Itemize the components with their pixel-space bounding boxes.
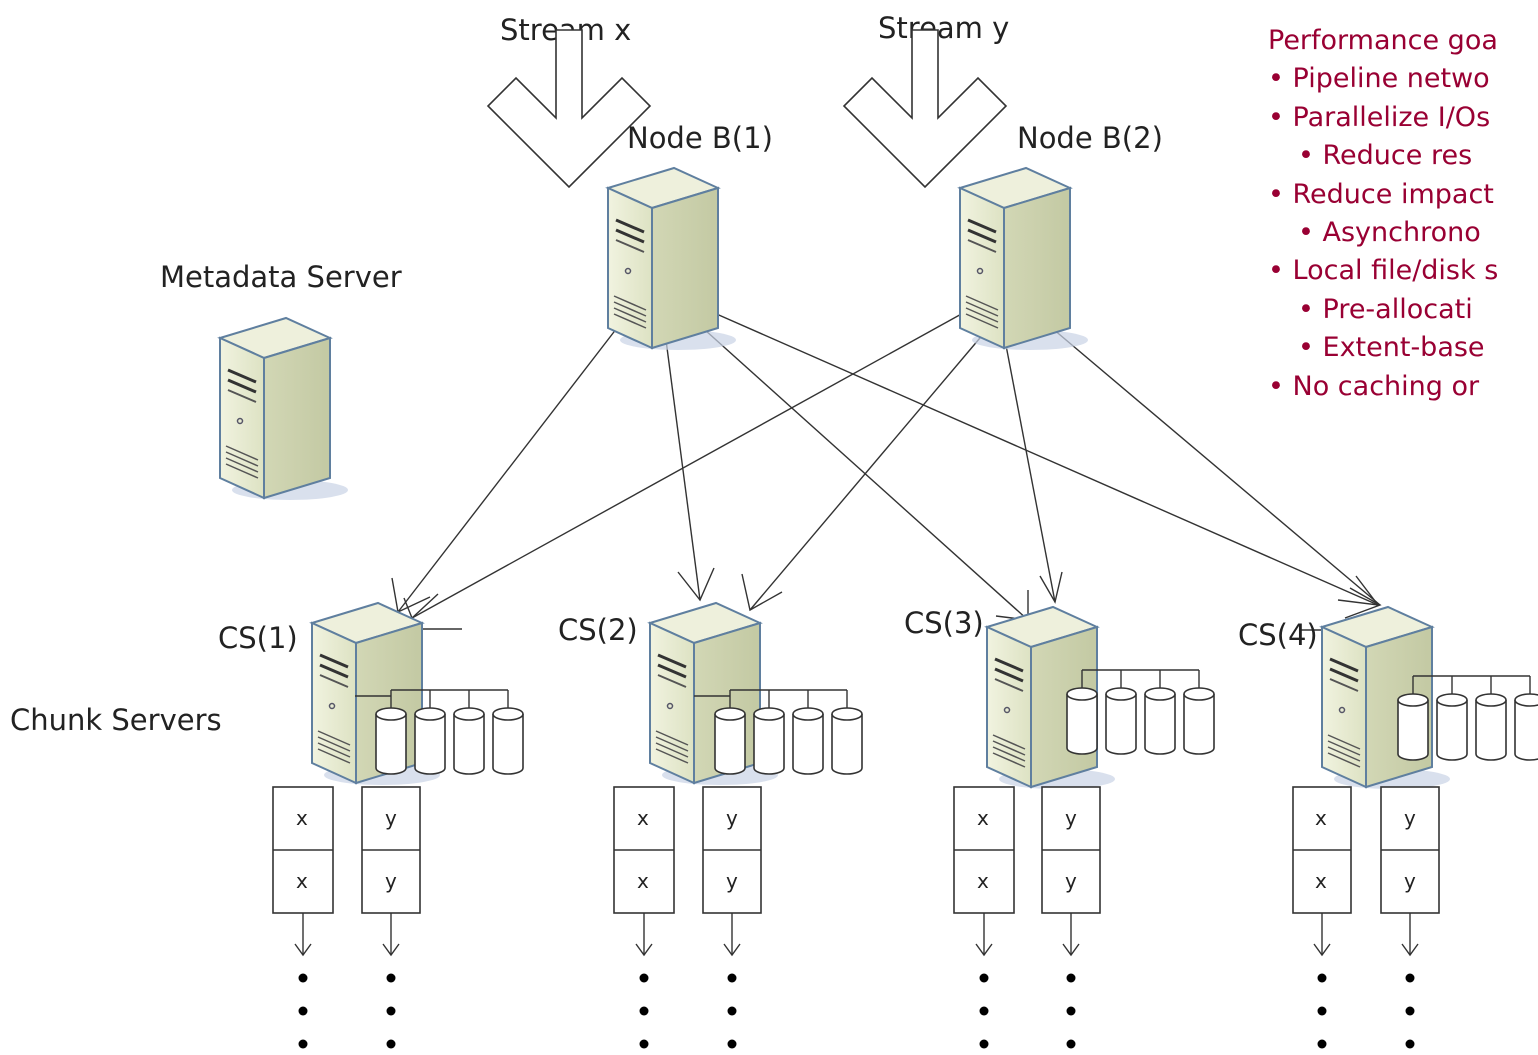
chunk-block: y: [726, 806, 738, 830]
link-b1-cs4: [711, 311, 1379, 606]
disk-icon: [714, 707, 746, 775]
chunk-server-4: CS(4) x x y y: [1238, 605, 1538, 1049]
disk-icon: [831, 707, 863, 775]
goals-title: Performance goa: [1268, 25, 1498, 56]
disk-icon: [1475, 693, 1507, 761]
disk-icon: [792, 707, 824, 775]
goal-subitem: • Asynchrono: [1298, 216, 1481, 248]
goal-item: • Pipeline netwo: [1268, 63, 1490, 95]
chunk-block: x: [977, 806, 989, 830]
disk-icon: [492, 707, 524, 775]
stream-y-label: Stream y: [878, 11, 1009, 45]
disk-icon: [1514, 693, 1538, 761]
metadata-server-label: Metadata Server: [160, 260, 402, 294]
disk-icon: [753, 707, 785, 775]
chunk-block: y: [1404, 806, 1416, 830]
disk-icon: [414, 707, 446, 775]
chunk-block: y: [1065, 869, 1077, 893]
disk-icon: [1066, 687, 1098, 755]
chunk-block: x: [637, 869, 649, 893]
chunk-block: x: [637, 806, 649, 830]
cs-label: CS(2): [558, 613, 638, 647]
chunk-column-y: y y: [361, 786, 421, 1049]
chunk-block: y: [385, 869, 397, 893]
chunk-column-x: x x: [272, 786, 334, 1049]
connection-lines: [397, 311, 1381, 621]
disk-icon: [1144, 687, 1176, 755]
cs-label: CS(3): [904, 606, 984, 640]
disk-icon: [375, 707, 407, 775]
chunk-server-3: CS(3) x x y y: [904, 605, 1215, 1049]
chunk-column-y: y y: [1380, 786, 1440, 1049]
link-b2-cs1: [411, 311, 966, 619]
cs-label: CS(1): [218, 621, 298, 655]
disk-icon: [1436, 693, 1468, 761]
link-b1-cs3: [704, 329, 1029, 621]
link-b2-cs4: [1039, 317, 1381, 606]
chunk-server-1: CS(1) x x y y: [218, 601, 524, 1049]
link-b1-cs1: [397, 314, 628, 613]
link-b2-cs2: [749, 331, 986, 611]
goal-item: • No caching or: [1268, 370, 1480, 402]
chunk-column-x: x x: [1292, 786, 1352, 1049]
chunk-block: y: [1404, 869, 1416, 893]
performance-goals: Performance goa • Pipeline netwo • Paral…: [1268, 22, 1498, 406]
chunk-block: x: [977, 869, 989, 893]
chunk-block: x: [296, 869, 308, 893]
disk-array: [1081, 669, 1200, 692]
chunk-block: x: [1315, 869, 1327, 893]
chunk-block: y: [385, 806, 397, 830]
goal-subitem: • Reduce res: [1298, 140, 1473, 172]
stream-x-arrow-icon: [487, 29, 651, 188]
disk-icon: [1397, 693, 1429, 761]
chunk-servers-label: Chunk Servers: [10, 703, 222, 737]
disk-icon: [1105, 687, 1137, 755]
node-b1-label: Node B(1): [627, 121, 773, 155]
cs-label: CS(4): [1238, 618, 1318, 652]
chunk-block: x: [1315, 806, 1327, 830]
stream-y-arrow-icon: [843, 29, 1007, 188]
goal-item: • Reduce impact: [1268, 178, 1494, 210]
chunk-column-x: x x: [613, 786, 675, 1049]
chunk-column-x: x x: [953, 786, 1015, 1049]
chunk-column-y: y y: [702, 786, 762, 1049]
chunk-server-2: CS(2) x x y y: [558, 601, 863, 1049]
arrowheads: [391, 567, 1382, 631]
node-b2-label: Node B(2): [1017, 121, 1163, 155]
node-b1-server-icon: [606, 166, 738, 352]
disk-icon: [453, 707, 485, 775]
goal-item: • Local file/disk s: [1268, 255, 1499, 287]
goal-subitem: • Pre-allocati: [1298, 293, 1473, 325]
chunk-block: x: [296, 806, 308, 830]
link-b1-cs2: [665, 339, 701, 601]
disk-icon: [1183, 687, 1215, 755]
metadata-server-icon: [218, 316, 350, 502]
chunk-block: y: [1065, 806, 1077, 830]
link-b2-cs3: [1004, 339, 1056, 603]
chunk-block: y: [726, 869, 738, 893]
node-b2-server-icon: [958, 166, 1090, 352]
goal-subitem: • Extent-base: [1298, 332, 1485, 364]
chunk-column-y: y y: [1041, 786, 1101, 1049]
server-icon: [1320, 605, 1452, 791]
goal-item: • Parallelize I/Os: [1268, 101, 1491, 133]
